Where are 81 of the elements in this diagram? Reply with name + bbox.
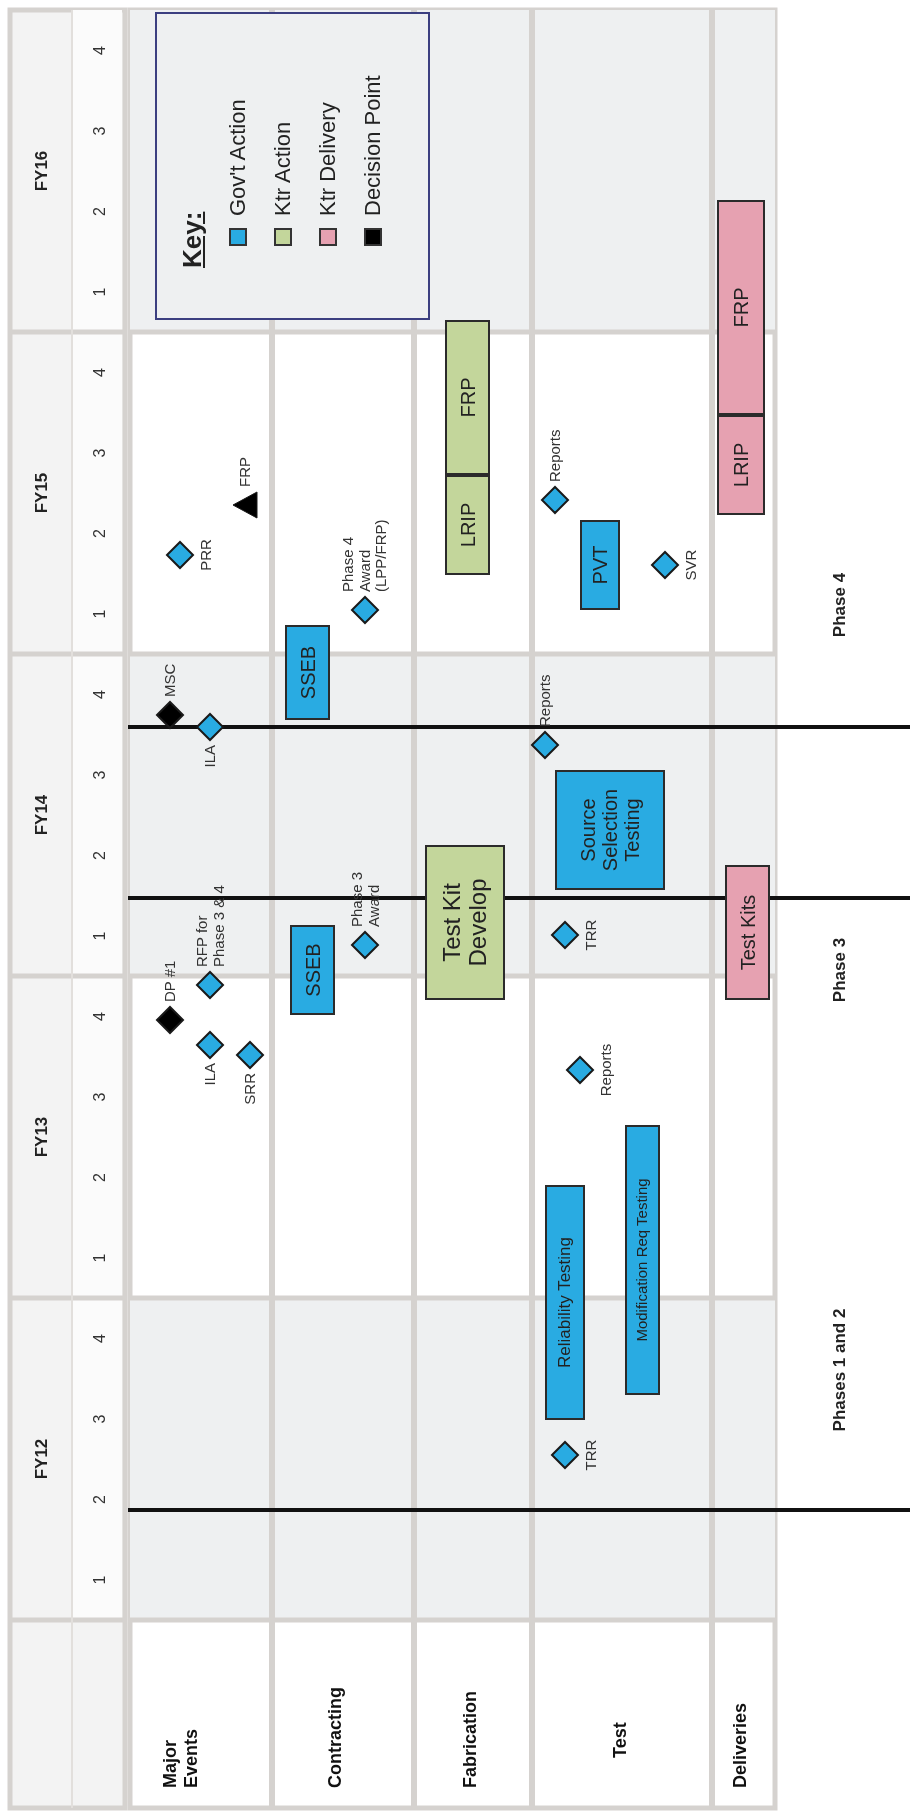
quarter-number: 4 [91,46,109,55]
quarter-number: 2 [91,207,109,216]
task-bar: Reliability Testing [545,1185,585,1420]
quarter-number: 2 [91,529,109,538]
quarter-number: 4 [91,1334,109,1343]
milestone-diamond [195,712,225,742]
milestone-diamond [565,1055,595,1085]
task-bar: Source Selection Testing [555,770,665,890]
milestone-label: ILA [201,1063,219,1086]
task-bar: Test Kit Develop [425,845,505,1000]
milestone-label: Reports [546,429,564,482]
milestone-label: ILA [201,745,219,768]
phase-label: Phases 1 and 2 [830,1308,850,1432]
quarter-number: 1 [91,931,109,941]
milestone-diamond [350,930,380,960]
task-bar: FRP [717,200,765,415]
milestone-diamond [165,540,195,570]
milestone-triangle [230,490,260,520]
row-label: Test [610,1721,631,1758]
task-bar: Test Kits [725,865,770,1000]
milestone-diamond [540,485,570,515]
quarter-number: 4 [91,690,109,699]
row-label: Deliveries [730,1701,751,1788]
legend-label: Decision Point [360,75,386,216]
milestone-diamond [235,1040,265,1070]
milestone-diamond [155,1005,185,1035]
milestone-label: PRR [198,539,215,571]
task-bar: FRP [445,320,490,475]
row-label: Major Events [160,1727,202,1788]
year-header: FY14 [32,794,52,836]
quarter-number: 3 [91,1414,109,1424]
quarter-number: 1 [91,1253,109,1263]
legend-label: Ktr Action [270,121,296,216]
quarter-number: 3 [91,1092,109,1102]
milestone-diamond [530,730,560,760]
quarter-number: 4 [91,368,109,377]
task-bar: LRIP [717,415,765,515]
quarter-number: 3 [91,126,109,136]
milestone-label: FRP [236,457,254,487]
milestone-label: MSC [161,663,179,697]
task-bar: Modification Req Testing [625,1125,660,1395]
milestone-diamond [550,1440,580,1470]
milestone-label: DP #1 [161,960,179,1002]
milestone-label: Reports [598,1043,615,1097]
milestone-diamond [195,1030,225,1060]
legend-title: Key: [177,211,208,268]
quarter-number: 1 [91,287,109,297]
row-label: Fabrication [460,1690,481,1788]
phase-label: Phase 4 [830,572,850,638]
row-label: Contracting [325,1686,346,1788]
year-header: FY13 [32,1116,52,1158]
legend-label: Gov't Action [225,99,251,216]
milestone-diamond [155,700,185,730]
milestone-label: Phase 4 Award (LPP/FRP) [340,518,390,592]
milestone-diamond [195,970,225,1000]
milestone-label: Reports [536,674,554,727]
milestone-diamond [550,920,580,950]
phase-label: Phase 3 [830,937,850,1003]
milestone-diamond [650,550,680,580]
task-bar: SSEB [290,925,335,1015]
task-bar: LRIP [445,475,490,575]
legend-label: Ktr Delivery [315,102,341,216]
milestone-label: TRR [583,1439,600,1471]
year-header: FY12 [32,1438,52,1480]
task-bar: PVT [580,520,620,610]
quarter-number: 3 [91,448,109,458]
quarter-number: 2 [91,851,109,860]
quarter-number: 2 [91,1495,109,1504]
year-header: FY16 [32,150,52,192]
milestone-label: SRR [241,1073,259,1105]
milestone-label: RFP for Phase 3 & 4 [193,885,227,967]
milestone-label: SVR [683,549,700,581]
year-header: FY15 [32,472,52,514]
quarter-number: 1 [91,609,109,619]
quarter-number: 3 [91,770,109,780]
quarter-number: 4 [91,1012,109,1021]
task-bar: SSEB [285,625,330,720]
quarter-number: 1 [91,1575,109,1585]
milestone-diamond [350,595,380,625]
quarter-number: 2 [91,1173,109,1182]
milestone-label: TRR [583,919,600,951]
